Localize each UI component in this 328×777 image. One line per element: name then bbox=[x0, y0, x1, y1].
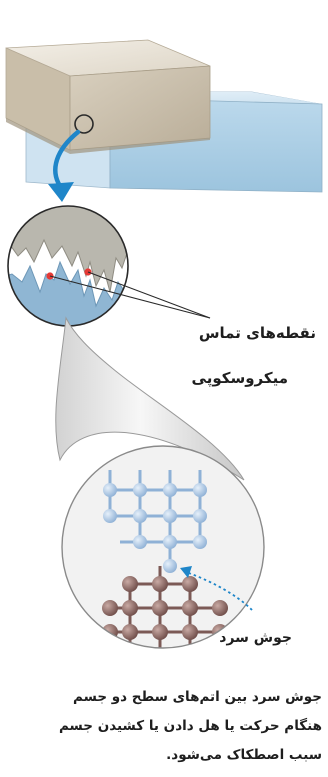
caption-line-2: هنگام حرکت یا هل دادن یا کشیدن جسم bbox=[22, 712, 322, 741]
caption-line-3: سبب اصطکاک می‌شود. bbox=[22, 741, 322, 770]
microscopic-view bbox=[0, 206, 210, 330]
label-contact-points: نقطه‌های تماس bbox=[199, 324, 316, 342]
label-cold-weld: جوش سرد bbox=[219, 630, 292, 646]
caption-line-1: جوش سرد بین اتم‌های سطح دو جسم bbox=[22, 683, 322, 712]
label-microscopic: میکروسکوپی bbox=[192, 369, 288, 387]
atomic-view bbox=[62, 446, 264, 650]
upper-block bbox=[6, 40, 210, 154]
caption: جوش سرد بین اتم‌های سطح دو جسم هنگام حرک… bbox=[22, 683, 322, 770]
